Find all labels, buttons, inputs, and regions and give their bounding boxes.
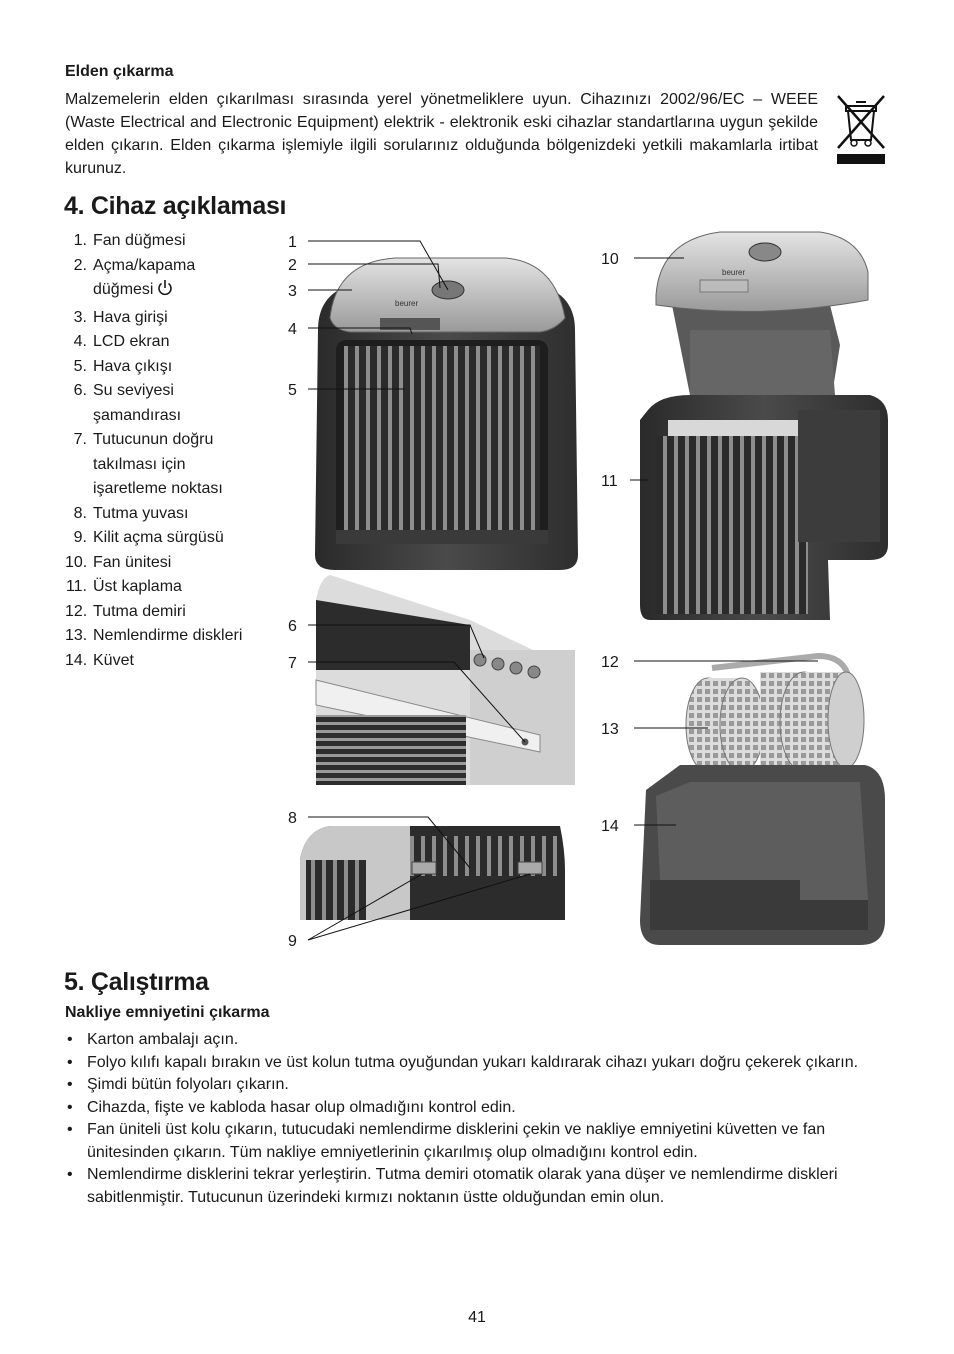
list-item: 14.Küvet [65, 651, 134, 669]
parts-list: 1.Fan düğmesi 2.Açma/kapama düğmesi 3.Ha… [65, 229, 270, 673]
list-item: 6.Su seviyesi şamandırası [73, 382, 182, 424]
list-item: 1.Fan düğmesi [73, 232, 186, 249]
callout-7: 7 [288, 655, 297, 672]
callout-1: 1 [288, 234, 297, 251]
brand-label: beurer [395, 299, 418, 308]
tub [640, 765, 885, 945]
list-item: 11.Üst kaplama [65, 578, 182, 595]
callout-6: 6 [288, 618, 297, 635]
detail-float [315, 575, 575, 785]
list-item: Fan üniteli üst kolu çıkarın, tutucudaki… [65, 1119, 891, 1164]
list-item: Nemlendirme disklerini tekrar yerleştiri… [65, 1164, 891, 1209]
weee-crossed-bin-icon [834, 92, 888, 166]
list-item: 3.Hava girişi [73, 308, 168, 326]
humidifying-discs [685, 652, 865, 773]
callout-8: 8 [288, 810, 297, 827]
list-item: 13.Nemlendirme diskleri [65, 627, 243, 644]
detail-handle [300, 826, 565, 920]
callout-5: 5 [288, 382, 297, 399]
callout-9: 9 [288, 933, 297, 950]
assembled-device: beurer [315, 257, 578, 570]
list-item: 9.Kilit açma sürgüsü [73, 529, 224, 546]
section5-subheading: Nakliye emniyetini çıkarma [65, 1004, 270, 1021]
disposal-text: Malzemelerin elden çıkarılması sırasında… [65, 91, 818, 177]
list-item: 8.Tutma yuvası [73, 504, 189, 522]
section4-title: 4. Cihaz açıklaması [64, 192, 287, 220]
callout-10: 10 [601, 251, 619, 268]
list-item: 5.Hava çıkışı [73, 357, 173, 375]
fan-unit: beurer [655, 231, 869, 403]
power-icon [157, 279, 173, 306]
page-number: 41 [468, 1309, 486, 1326]
section5-title: 5. Çalıştırma [64, 968, 209, 996]
list-item: Karton ambalajı açın. [65, 1029, 891, 1052]
list-item: Cihazda, fişte ve kabloda hasar olup olm… [65, 1097, 891, 1120]
list-item: 12.Tutma demiri [65, 602, 186, 620]
list-item: 10.Fan ünitesi [65, 553, 172, 571]
callout-11: 11 [601, 473, 618, 490]
device-illustration: beurer beurer [288, 231, 888, 950]
list-item: Şimdi bütün folyoları çıkarın. [65, 1074, 891, 1097]
callout-14: 14 [601, 818, 619, 835]
list-item: 7.Tutucunun doğru takılması için işaretl… [73, 431, 223, 497]
leader-lines [307, 240, 818, 941]
disposal-heading: Elden çıkarma [65, 63, 174, 80]
operation-steps: Karton ambalajı açın. Folyo kılıfı kapal… [65, 1029, 891, 1209]
callout-4: 4 [288, 321, 297, 338]
callout-13: 13 [601, 721, 619, 738]
callout-2: 2 [288, 257, 297, 274]
top-cover [640, 395, 888, 620]
callout-12: 12 [601, 654, 619, 671]
callout-3: 3 [288, 283, 297, 300]
svg-text:beurer: beurer [722, 268, 745, 277]
list-item: Folyo kılıfı kapalı bırakın ve üst kolun… [65, 1052, 891, 1075]
list-item: 2.Açma/kapama düğmesi [65, 254, 243, 306]
list-item: 4.LCD ekran [73, 333, 170, 350]
